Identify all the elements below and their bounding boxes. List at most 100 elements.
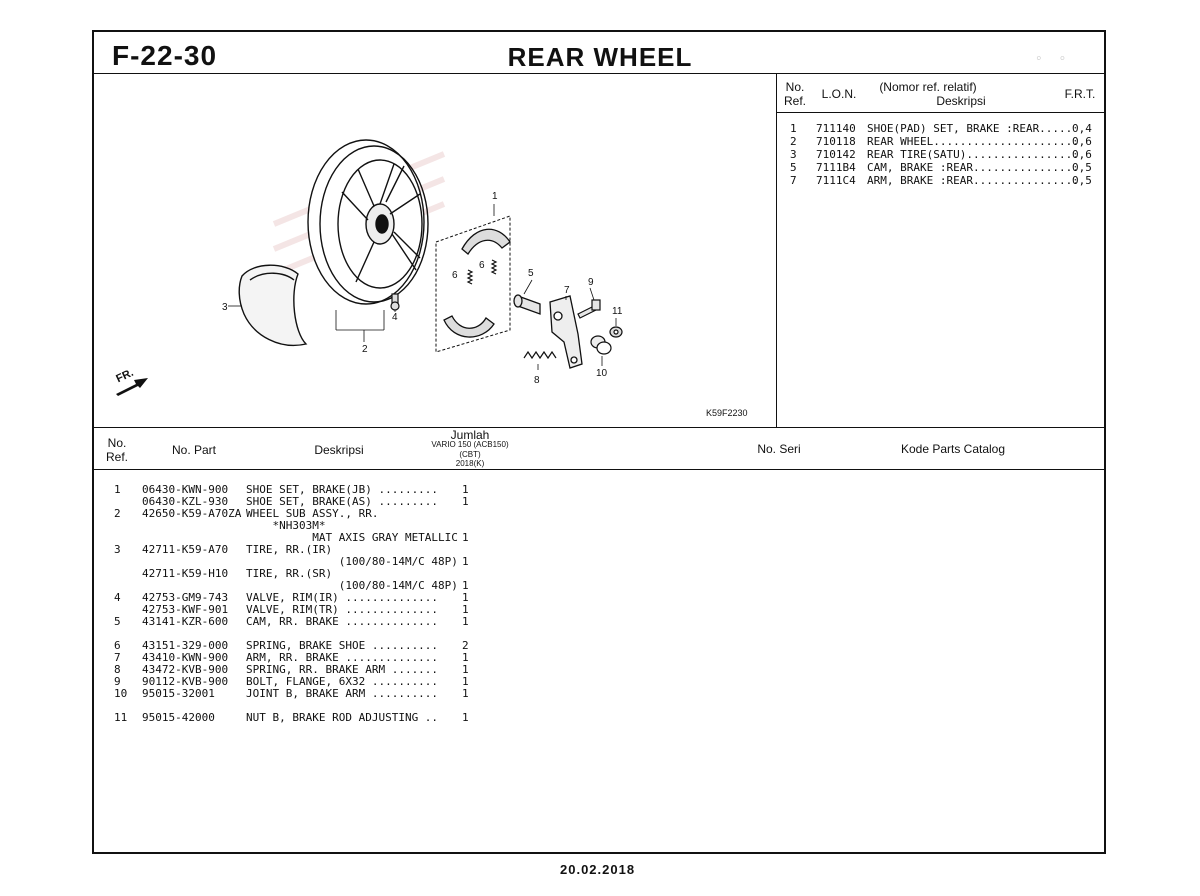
diagram-code: K59F2230 [706, 408, 748, 418]
lon-frt: 0,5 [1072, 161, 1092, 174]
part-number: 43410-KWN-900 [142, 651, 229, 664]
part-quantity: 1 [462, 579, 469, 592]
part-quantity: 1 [462, 651, 469, 664]
parts-header-qty-model: VARIO 150 (ACB150) [431, 440, 509, 449]
part-ref: 3 [114, 543, 121, 556]
part-ref: 9 [114, 675, 121, 688]
part-description: TIRE, RR.(SR) [246, 567, 333, 580]
lon-frt: 0,4 [1072, 122, 1092, 135]
parts-header-part: No. Part [171, 443, 216, 457]
part-ref: 10 [114, 687, 128, 700]
parts-header-catalog: Kode Parts Catalog [900, 442, 1006, 456]
part-quantity: 1 [462, 495, 469, 508]
lon-header-lon: L.O.N. [821, 87, 857, 101]
parts-header-qty-year: 2018(K) [455, 459, 485, 468]
part-ref: 4 [114, 591, 121, 604]
callout-11: 11 [612, 306, 623, 317]
part-quantity: 1 [462, 531, 469, 544]
lon-row: 1 711140 SHOE(PAD) SET, BRAKE :REAR.....… [786, 122, 1092, 135]
part-description: (100/80-14M/C 48P) [246, 555, 458, 568]
part-quantity: 1 [462, 675, 469, 688]
rear-wheel [307, 139, 429, 305]
parts-header-qty-title: Jumlah [450, 428, 490, 442]
lon-row: 3 710142 REAR TIRE(SATU)................… [786, 148, 1092, 161]
parts-header-serial: No. Seri [757, 442, 801, 456]
part-description: ARM, RR. BRAKE .............. [246, 651, 439, 664]
part-quantity: 1 [462, 591, 469, 604]
part-number: 95015-42000 [142, 711, 215, 724]
lon-header-rule [777, 112, 1104, 113]
part-description: BOLT, FLANGE, 6X32 .......... [246, 675, 439, 688]
brake-rod-nut [609, 326, 623, 338]
part-description: SPRING, RR. BRAKE ARM ....... [246, 663, 439, 676]
part-description: MAT AXIS GRAY METALLIC [246, 531, 458, 544]
callout-6b: 6 [479, 260, 485, 271]
lon-header-ref: No. Ref. [783, 80, 806, 108]
part-quantity: 1 [462, 711, 469, 724]
lon-header-desc-bottom: Deskripsi [936, 94, 986, 108]
part-number: 43141-KZR-600 [142, 615, 229, 628]
lon-row: 7 7111C4 ARM, BRAKE :REAR...............… [786, 174, 1092, 187]
lon-desc: REAR TIRE(SATU)................. [867, 148, 1079, 161]
callout-6a: 6 [452, 270, 458, 281]
part-description: (100/80-14M/C 48P) [246, 579, 458, 592]
lon-ref: 3 [790, 148, 797, 161]
callout-5: 5 [528, 268, 534, 279]
part-quantity: 1 [462, 555, 469, 568]
part-ref: 7 [114, 651, 121, 664]
part-number: 42753-GM9-743 [142, 591, 229, 604]
page-number: F-22-30 [112, 40, 218, 71]
brake-arm-joint [590, 335, 612, 355]
lon-desc: SHOE(PAD) SET, BRAKE :REAR..... [867, 122, 1073, 135]
page-title: REAR WHEEL [507, 42, 693, 72]
lon-code: 710118 [816, 135, 856, 148]
part-ref: 11 [114, 711, 128, 724]
page-frame [92, 30, 1106, 854]
lon-frt: 0,6 [1072, 135, 1092, 148]
part-number: 42711-K59-H10 [142, 567, 229, 580]
header-rule [94, 73, 1104, 74]
lon-row: 5 7111B4 CAM, BRAKE :REAR...............… [786, 161, 1092, 174]
part-description: SHOE SET, BRAKE(AS) ......... [246, 495, 439, 508]
callout-numbers: 1 2 3 4 5 6 6 7 8 9 10 11 [222, 191, 623, 386]
part-ref: 8 [114, 663, 121, 676]
rear-tire [238, 264, 308, 346]
lon-code: 7111B4 [816, 161, 856, 174]
part-quantity: 2 [462, 639, 469, 652]
exploded-diagram: 1 2 3 4 5 6 6 7 8 9 10 11 [116, 139, 623, 396]
lon-header-desc-top: (Nomor ref. relatif) [879, 80, 977, 94]
lon-frt: 0,5 [1072, 174, 1092, 187]
part-description: TIRE, RR.(IR) [246, 543, 333, 556]
part-number: 42650-K59-A70ZA [142, 507, 242, 520]
parts-header-qty-type: (CBT) [459, 450, 481, 459]
part-description: VALVE, RIM(TR) .............. [246, 603, 439, 616]
parts-header-ref: No. Ref. [105, 436, 128, 464]
lon-ref: 2 [790, 135, 797, 148]
callout-8: 8 [534, 375, 540, 386]
brake-arm [549, 295, 583, 369]
brake-arm-spring [523, 350, 557, 360]
part-description: WHEEL SUB ASSY., RR. [246, 507, 379, 520]
diagram-bottom-rule [94, 427, 1104, 428]
part-quantity: 1 [462, 663, 469, 676]
part-description: CAM, RR. BRAKE .............. [246, 615, 439, 628]
part-description: NUT B, BRAKE ROD ADJUSTING .. [246, 711, 439, 724]
lon-code: 7111C4 [816, 174, 856, 187]
brake-cam [513, 294, 541, 315]
lon-header-frt: F.R.T. [1064, 87, 1096, 101]
front-direction-arrow [116, 378, 148, 396]
part-quantity: 1 [462, 483, 469, 496]
part-number: 42711-K59-A70 [142, 543, 229, 556]
lon-desc: REAR WHEEL...................... [867, 135, 1079, 148]
callout-leaders [228, 204, 617, 370]
lon-ref: 5 [790, 161, 797, 174]
lon-ref: 1 [790, 122, 797, 135]
watermark-mark: ◦◦ [1036, 50, 1084, 67]
part-description: SHOE SET, BRAKE(JB) ......... [246, 483, 439, 496]
flange-bolt [577, 299, 601, 319]
part-description: JOINT B, BRAKE ARM .......... [246, 687, 439, 700]
part-number: 43151-329-000 [142, 639, 229, 652]
diagram-divider [776, 73, 777, 427]
callout-10: 10 [596, 368, 608, 379]
callout-2: 2 [362, 344, 368, 355]
